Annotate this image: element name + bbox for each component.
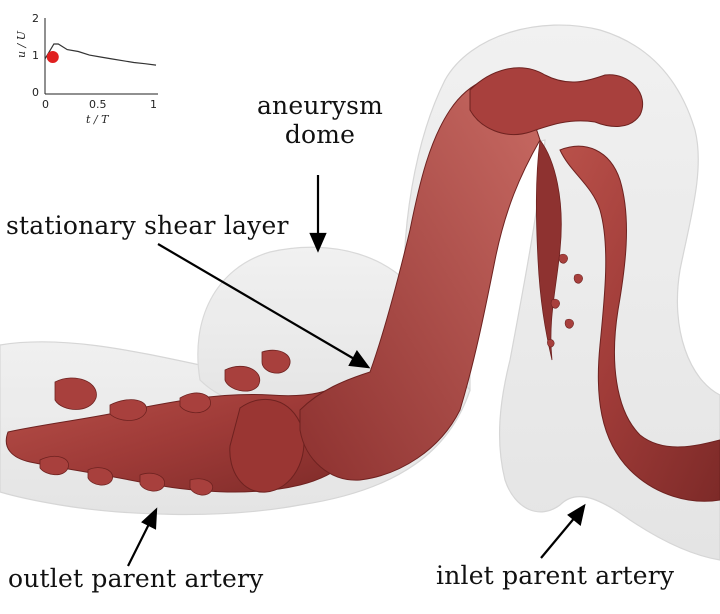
- dome-arrowhead: [309, 232, 327, 253]
- vortex-structures: [5, 67, 720, 502]
- apex-vortex-cluster: [469, 67, 643, 136]
- annotation-arrows: [127, 175, 586, 567]
- outlet-vortex-fragments-upper: [54, 349, 291, 421]
- inlet-vortex-sheet: [535, 138, 562, 361]
- outlet-vortex-ring: [229, 398, 305, 493]
- aneurysm-dome-label: aneurysm dome: [252, 91, 388, 150]
- inset-xtick-0.5: 0.5: [89, 98, 107, 111]
- inset-ytick-1: 1: [32, 49, 39, 62]
- shear-arrow: [157, 243, 357, 361]
- outlet-arrowhead: [141, 507, 158, 530]
- inset-velocity-line: [44, 43, 157, 66]
- inset-xlabel: t / T: [86, 113, 109, 126]
- aneurysm-dome-label-line1: aneurysm: [256, 91, 384, 120]
- inset-time-marker: [46, 51, 59, 63]
- inset-ytick-0: 0: [32, 86, 39, 99]
- inset-ylabel: u / U: [15, 30, 29, 59]
- inset-chart-svg: [44, 18, 158, 95]
- inset-xtick-1: 1: [150, 98, 157, 111]
- inlet-small-structures: [547, 253, 583, 348]
- outlet-vortex-fragments-lower: [39, 455, 214, 496]
- inlet-arrowhead: [567, 503, 586, 526]
- shear-layer-label: stationary shear layer: [6, 211, 289, 240]
- inlet-arrow: [540, 515, 577, 559]
- outlet-arrow: [127, 521, 151, 567]
- inlet-artery-label: inlet parent artery: [436, 561, 675, 590]
- inset-xtick-0: 0: [42, 98, 49, 111]
- inset-ytick-2: 2: [32, 12, 39, 25]
- outlet-artery-label: outlet parent artery: [8, 564, 264, 593]
- inlet-vortex-tube: [559, 145, 720, 502]
- inset-velocity-chart: 2 1 0 0 0.5 1 t / T u / U: [0, 0, 170, 140]
- aneurysm-dome-label-line2: dome: [284, 119, 356, 149]
- shear-arrowhead: [348, 349, 371, 369]
